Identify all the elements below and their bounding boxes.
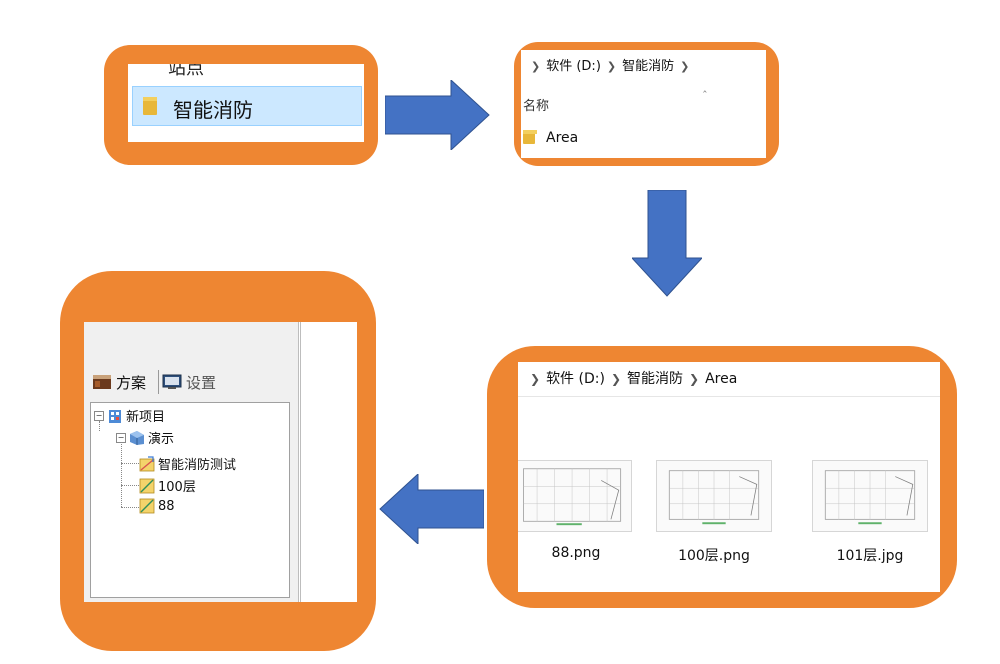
- tab-settings[interactable]: 设置: [162, 368, 216, 396]
- chevron-right-icon: ❯: [606, 60, 617, 73]
- arrow-left-icon: [379, 474, 484, 544]
- tree-node-leaf[interactable]: 100层: [139, 476, 196, 495]
- arrow-down-icon: [632, 190, 702, 297]
- breadcrumb-drive[interactable]: 软件 (D:): [546, 371, 605, 387]
- tab-divider: [158, 370, 159, 394]
- folder-name: 智能消防: [173, 98, 253, 122]
- tab-scheme[interactable]: 方案: [92, 368, 146, 396]
- folder-icon: [523, 130, 537, 144]
- folder-item-area[interactable]: Area: [546, 130, 579, 146]
- toolbar-area: [84, 322, 299, 358]
- file-name: 88.png: [551, 545, 601, 561]
- explorer-panel-smart-fire: ❯ 软件 (D:) ❯ 智能消防 ❯ ‸ 名称 Area: [521, 50, 766, 158]
- breadcrumb-drive[interactable]: 软件 (D:): [546, 59, 601, 74]
- folder-list-panel: 站点 智能消防: [128, 64, 364, 142]
- arrow-right-icon: [385, 80, 490, 150]
- chevron-right-icon: ❯: [531, 60, 541, 73]
- tab-label: 设置: [186, 373, 217, 392]
- breadcrumb: ❯ 软件 (D:) ❯ 智能消防 ❯ Area: [524, 368, 737, 388]
- building-icon: [130, 430, 144, 445]
- tree-line: [121, 485, 139, 486]
- folder-row-selected[interactable]: 智能消防: [132, 86, 362, 126]
- partial-folder-label: 站点: [168, 64, 204, 79]
- file-thumbnail[interactable]: [812, 460, 928, 532]
- collapse-toggle[interactable]: −: [94, 410, 104, 421]
- tree-line: [121, 463, 139, 464]
- file-name: 101层.jpg: [836, 548, 904, 564]
- tree-label: 智能消防测试: [158, 458, 237, 473]
- project-tree: − 新项目 − 演示 智能消防测试: [90, 402, 290, 598]
- pane-divider: [300, 322, 301, 602]
- tree-line: [121, 441, 122, 507]
- breadcrumb-folder[interactable]: 智能消防: [622, 59, 675, 74]
- divider: [518, 396, 940, 397]
- tree-node-leaf[interactable]: 智能消防测试: [139, 454, 236, 473]
- tree-node-root[interactable]: − 新项目: [94, 406, 165, 425]
- breadcrumb-subfolder[interactable]: Area: [705, 371, 738, 387]
- folder-icon: [143, 97, 157, 115]
- column-header-name[interactable]: 名称: [523, 99, 550, 114]
- chevron-right-icon: ❯: [610, 372, 621, 386]
- tab-label: 方案: [116, 373, 147, 392]
- tab-bar: 方案 设置: [90, 368, 290, 398]
- tree-label: 100层: [158, 480, 196, 495]
- breadcrumb-folder[interactable]: 智能消防: [627, 371, 683, 387]
- tree-label: 新项目: [126, 410, 166, 425]
- chevron-up-icon: ‸: [703, 80, 707, 93]
- tree-node-leaf[interactable]: 88: [139, 498, 175, 514]
- explorer-panel-area: ❯ 软件 (D:) ❯ 智能消防 ❯ Area 88.png 100层.png 101层.…: [518, 362, 940, 592]
- chevron-right-icon: ❯: [689, 372, 700, 386]
- floor-plan-image: [523, 468, 622, 526]
- file-thumbnail[interactable]: [656, 460, 772, 532]
- chevron-right-icon: ❯: [680, 60, 690, 73]
- file-thumbnail[interactable]: [518, 460, 632, 532]
- settings-monitor-icon: [162, 374, 182, 389]
- collapse-toggle[interactable]: −: [116, 432, 126, 443]
- breadcrumb: ❯ 软件 (D:) ❯ 智能消防 ❯: [525, 55, 695, 74]
- tree-line: [121, 507, 139, 508]
- project-icon: [109, 409, 121, 423]
- tree-line: [99, 421, 100, 431]
- tree-node-demo[interactable]: − 演示: [116, 428, 174, 447]
- project-tree-panel: 方案 设置 − 新项目 −: [84, 322, 357, 602]
- scheme-icon: [93, 375, 111, 389]
- floor-plan-image: [824, 470, 916, 525]
- floor-map-icon: [139, 455, 155, 471]
- floor-map-icon: [139, 498, 155, 514]
- file-name: 100层.png: [678, 548, 750, 564]
- chevron-right-icon: ❯: [530, 372, 541, 386]
- tree-label: 88: [158, 498, 175, 514]
- tree-label: 演示: [148, 432, 175, 447]
- floor-map-icon: [139, 478, 155, 493]
- floor-plan-image: [668, 470, 760, 525]
